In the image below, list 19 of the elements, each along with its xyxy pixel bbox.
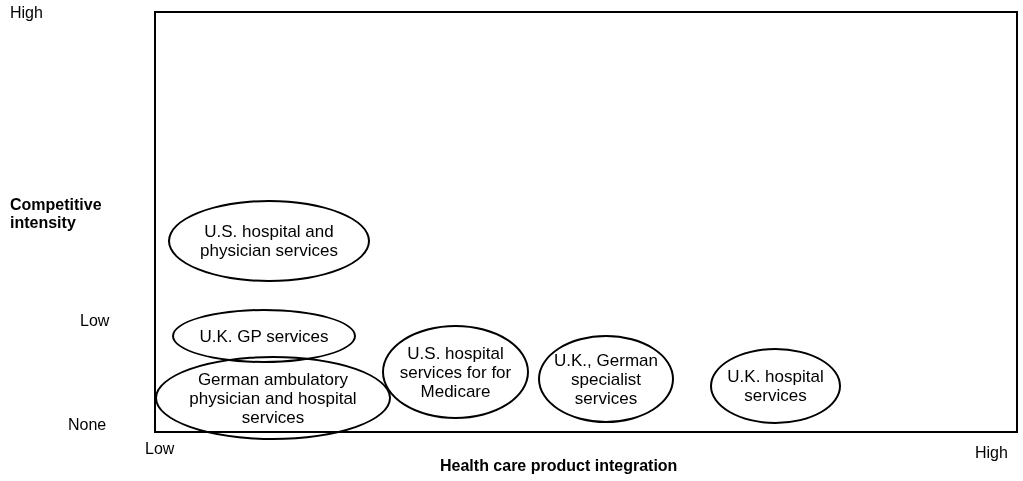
market-ellipse [168, 200, 370, 282]
market-label: German ambulatory physician and hospital services [188, 369, 358, 427]
axis-tick-label: Low [145, 440, 175, 458]
axis-title: Health care product integration [440, 457, 678, 475]
market-ellipse [155, 356, 391, 440]
market-ellipse [710, 348, 841, 424]
market-label: U.K., German specialist services [553, 350, 659, 408]
market-ellipse [538, 335, 674, 423]
market-label: U.S. hospital and physician services [199, 222, 339, 260]
axis-tick-label: Low [80, 312, 110, 330]
market-label: U.K. hospital services [726, 367, 825, 405]
axis-tick-label: High [975, 444, 1008, 462]
market-ellipse [382, 325, 529, 419]
axis-title: Competitive intensity [10, 196, 100, 232]
axis-tick-label: High [10, 4, 43, 22]
market-label: U.K. GP services [198, 326, 330, 346]
market-ellipse [172, 309, 356, 363]
axis-tick-label: None [68, 416, 107, 434]
market-label: U.S. hospital services for for Medicare [398, 343, 513, 401]
